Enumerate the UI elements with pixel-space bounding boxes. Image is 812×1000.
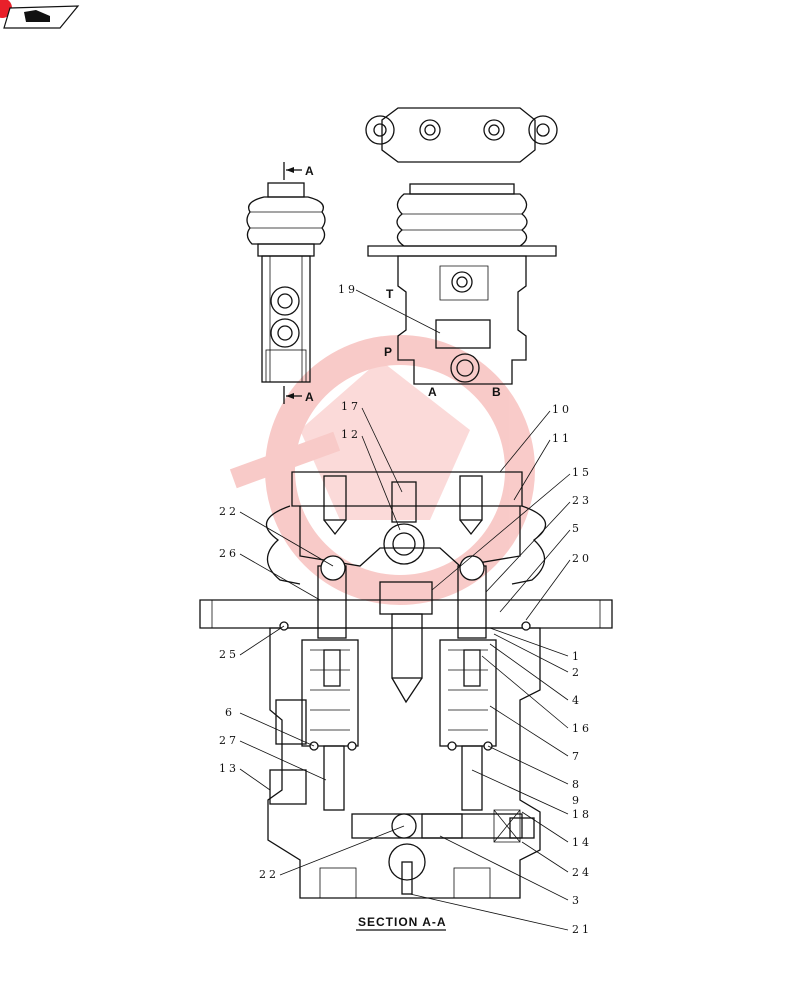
- section-arrow-bottom-label: A: [305, 390, 314, 404]
- front-view: T P A B 19: [338, 107, 558, 399]
- callout-7: 7: [572, 750, 582, 763]
- callout-3: 3: [572, 894, 582, 907]
- callout-22-top: 22: [219, 505, 239, 518]
- port-p-label: P: [384, 345, 392, 359]
- callout-6: 6: [225, 706, 235, 719]
- port-b-label: B: [492, 385, 501, 399]
- section-caption: SECTION A-A: [358, 915, 447, 929]
- toolbar-badge[interactable]: [0, 0, 80, 29]
- callout-22-bottom: 22: [259, 868, 279, 881]
- section-a-a-view: SECTION A-A: [199, 471, 613, 931]
- callout-5: 5: [572, 522, 582, 535]
- side-view: A A: [246, 162, 326, 404]
- callout-17: 17: [341, 400, 361, 413]
- section-arrow-top-label: A: [305, 164, 314, 178]
- callout-8: 8: [572, 778, 582, 791]
- callout-9: 9: [572, 794, 582, 807]
- watermark: [229, 335, 535, 605]
- callout-14: 14: [572, 836, 592, 849]
- callout-1: 1: [572, 650, 582, 663]
- callout-21: 21: [572, 923, 592, 936]
- callout-23: 23: [572, 494, 592, 507]
- callout-4: 4: [572, 694, 582, 707]
- callout-24: 24: [572, 866, 592, 879]
- callout-13: 13: [219, 762, 239, 775]
- callout-labels: 17 12 22 26 25 6 27 13 22 10 11 15 23 5 …: [219, 400, 592, 936]
- callout-2: 2: [572, 666, 582, 679]
- callout-11: 11: [552, 432, 572, 445]
- port-a-label: A: [428, 385, 437, 399]
- port-t-label: T: [386, 287, 394, 301]
- callout-16: 16: [572, 722, 592, 735]
- callout-15: 15: [572, 466, 592, 479]
- book-icon: [24, 10, 50, 22]
- callout-19: 19: [338, 283, 358, 296]
- callout-10: 10: [552, 403, 572, 416]
- callout-20: 20: [572, 552, 592, 565]
- callout-27: 27: [219, 734, 239, 747]
- callout-18: 18: [572, 808, 592, 821]
- callout-25: 25: [219, 648, 239, 661]
- callout-26: 26: [219, 547, 239, 560]
- callout-12: 12: [341, 428, 361, 441]
